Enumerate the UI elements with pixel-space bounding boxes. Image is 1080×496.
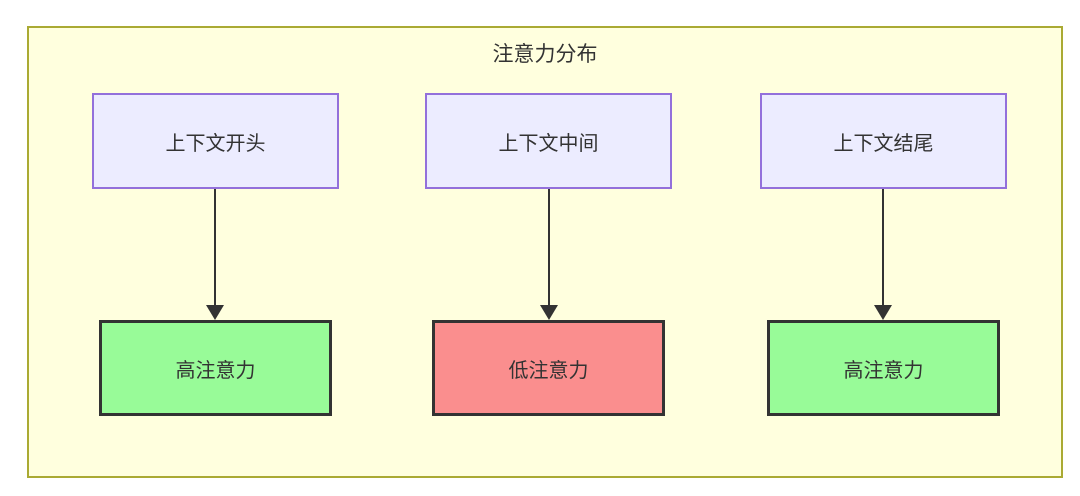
arrow-shaft <box>882 189 884 305</box>
node-high-attention-left: 高注意力 <box>99 320 332 416</box>
arrow-down-icon <box>540 189 558 320</box>
arrow-head <box>206 305 224 320</box>
node-high-attention-right: 高注意力 <box>767 320 1000 416</box>
node-context-start: 上下文开头 <box>92 93 339 189</box>
node-context-middle: 上下文中间 <box>425 93 672 189</box>
node-low-attention: 低注意力 <box>432 320 665 416</box>
arrow-head <box>540 305 558 320</box>
arrow-down-icon <box>874 189 892 320</box>
arrow-shaft <box>214 189 216 305</box>
arrow-down-icon <box>206 189 224 320</box>
arrow-shaft <box>548 189 550 305</box>
diagram-title: 注意力分布 <box>492 42 598 66</box>
arrow-head <box>874 305 892 320</box>
node-context-end: 上下文结尾 <box>760 93 1007 189</box>
attention-distribution-subgraph: 注意力分布 上下文开头 高注意力 上下文中间 低注意力 上下文结尾 高注意力 <box>27 26 1063 478</box>
